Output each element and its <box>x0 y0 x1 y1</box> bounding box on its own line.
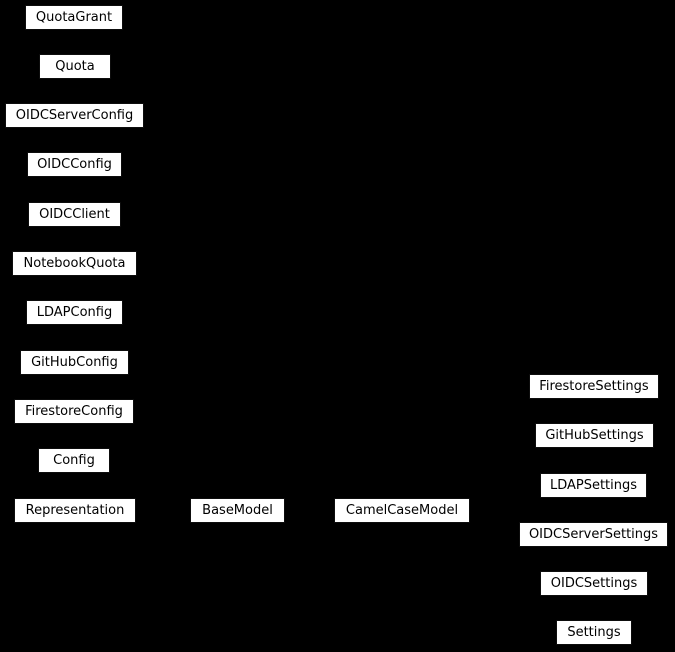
node-ldapconfig[interactable]: LDAPConfig <box>26 300 123 325</box>
node-label: OIDCSettings <box>550 576 638 591</box>
node-representation[interactable]: Representation <box>14 498 136 523</box>
node-oidcsettings[interactable]: OIDCSettings <box>540 571 648 596</box>
node-label: NotebookQuota <box>23 256 126 271</box>
node-label: BaseModel <box>202 503 273 518</box>
node-base-model[interactable]: BaseModel <box>190 498 285 523</box>
node-git-hub-config[interactable]: GitHubConfig <box>20 350 129 375</box>
node-oidcclient[interactable]: OIDCClient <box>28 202 121 227</box>
node-oidcconfig[interactable]: OIDCConfig <box>27 152 122 177</box>
node-oidcserver-settings[interactable]: OIDCServerSettings <box>519 522 668 547</box>
node-camel-case-model[interactable]: CamelCaseModel <box>334 498 470 523</box>
node-label: LDAPConfig <box>36 305 113 320</box>
node-label: QuotaGrant <box>35 10 113 25</box>
node-notebook-quota[interactable]: NotebookQuota <box>12 251 137 276</box>
node-label: LDAPSettings <box>549 478 638 493</box>
node-quota-grant[interactable]: QuotaGrant <box>25 5 123 30</box>
node-label: OIDCServerSettings <box>528 527 659 542</box>
node-label: OIDCServerConfig <box>15 108 134 123</box>
node-ldapsettings[interactable]: LDAPSettings <box>540 473 647 498</box>
node-label: Representation <box>25 503 125 518</box>
node-label: GitHubConfig <box>31 355 118 370</box>
node-label: Settings <box>567 625 621 640</box>
node-oidcserver-config[interactable]: OIDCServerConfig <box>5 103 144 128</box>
node-git-hub-settings[interactable]: GitHubSettings <box>535 423 654 448</box>
node-label: FirestoreSettings <box>539 379 649 394</box>
node-label: Config <box>53 453 95 468</box>
node-config[interactable]: Config <box>38 448 110 473</box>
node-firestore-settings[interactable]: FirestoreSettings <box>529 374 659 399</box>
node-firestore-config[interactable]: FirestoreConfig <box>14 399 134 424</box>
node-label: GitHubSettings <box>545 428 644 443</box>
node-label: Quota <box>55 59 95 74</box>
node-quota[interactable]: Quota <box>39 54 111 79</box>
node-label: OIDCConfig <box>37 157 112 172</box>
node-settings[interactable]: Settings <box>556 620 632 645</box>
node-label: OIDCClient <box>39 207 110 222</box>
node-label: FirestoreConfig <box>25 404 123 419</box>
node-label: CamelCaseModel <box>345 503 459 518</box>
